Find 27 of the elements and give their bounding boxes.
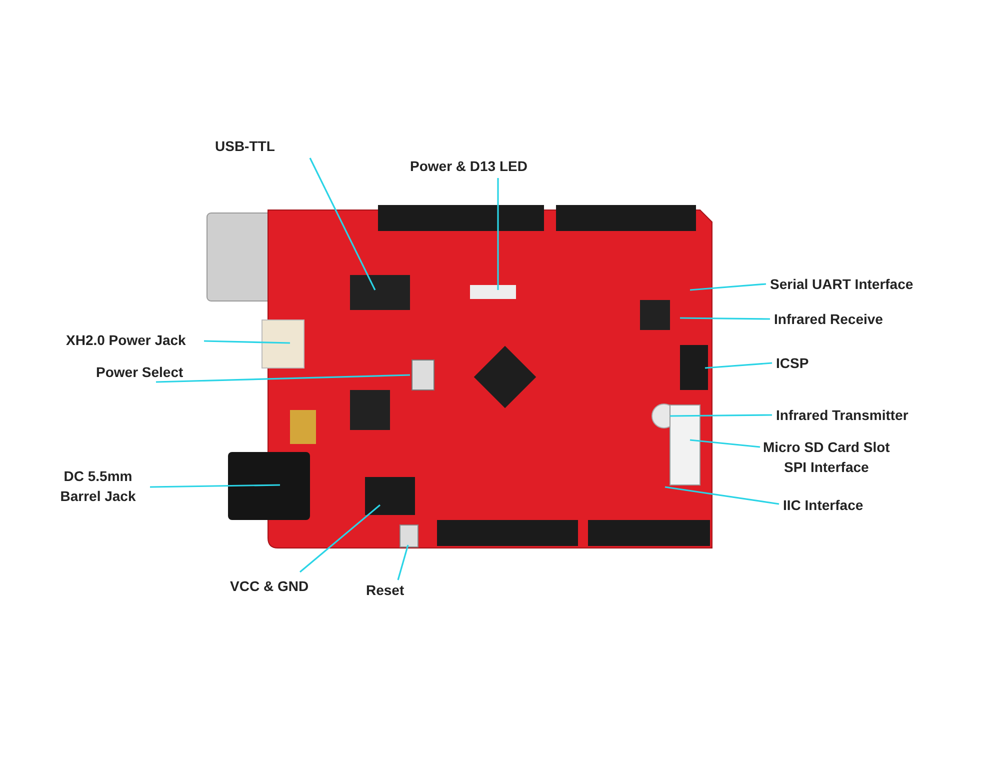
leader-line (680, 317, 770, 320)
callout-label: SPI Interface (782, 458, 870, 477)
leader-line (150, 484, 280, 488)
callout-label: Reset (366, 581, 404, 600)
leader-line (690, 283, 766, 291)
callout-label: IIC Interface (783, 496, 864, 515)
callout-label: ICSP (776, 354, 809, 373)
leader-line (704, 362, 772, 369)
callout-label: Power & D13 LED (410, 157, 528, 176)
leader-line (309, 158, 376, 290)
callout-label: Infrared Transmitter (776, 406, 908, 425)
leader-line (664, 486, 780, 505)
callout-label: DC 5.5mm Barrel Jack (59, 467, 137, 506)
leader-line (397, 544, 409, 580)
leader-line (690, 439, 760, 448)
callout-label: VCC & GND (230, 577, 309, 596)
leader-line (156, 374, 410, 383)
callout-label: XH2.0 Power Jack (66, 331, 186, 350)
callout-label: Micro SD Card Slot (763, 438, 890, 457)
leader-line (204, 340, 290, 344)
leader-line (299, 504, 381, 573)
callout-label: Power Select (96, 363, 184, 382)
callout-label: Serial UART Interface (770, 275, 914, 294)
callout-label: Infrared Receive (774, 310, 883, 329)
leader-line (497, 178, 499, 290)
callout-label: USB-TTL (215, 137, 275, 156)
leader-line (670, 414, 772, 417)
